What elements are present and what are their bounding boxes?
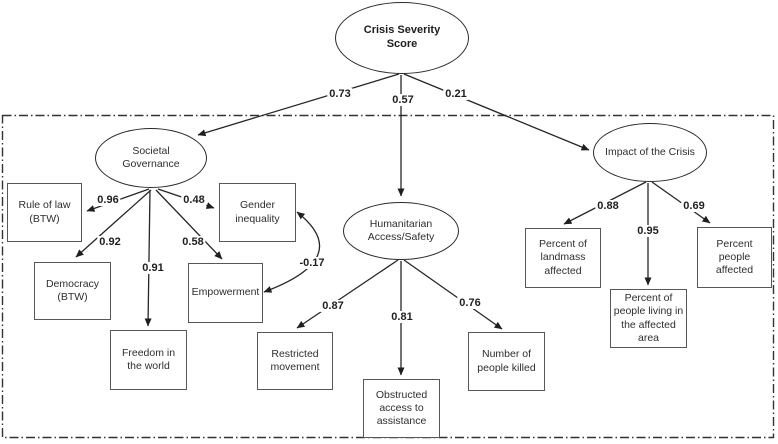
indicator-restricted-movement: Restricted movement [257,332,333,390]
coef-crisis-to-impact: 0.21 [443,88,469,100]
indicator-empowerment: Empowerment [188,263,263,323]
indicator-rule-of-law-label: Rule of law (BTW) [18,199,71,225]
path-crisis-to-impact [403,73,590,151]
indicator-empowerment-label: Empowerment [191,286,260,299]
indicator-obstructed-access: Obstructed access to assistance [363,379,440,438]
indicator-rule-of-law: Rule of law (BTW) [7,183,82,242]
covariance-gender-empowerment [263,211,321,293]
coef-humanitarian-to-killed: 0.76 [457,297,483,309]
path-crisis-to-governance [197,73,400,137]
coef-governance-to-gender: 0.48 [181,194,207,206]
coef-impact-to-affected: 0.69 [681,200,707,212]
measurement-boundary-box [1,114,775,439]
latent-humanitarian-access: Humanitarian Access/Safety [343,202,459,260]
coef-governance-to-democracy: 0.92 [97,236,123,248]
coef-impact-to-living: 0.95 [635,225,661,237]
latent-societal-governance: Societal Governance [95,128,207,188]
indicator-percent-people-affected-label: Percent people affected [715,237,754,276]
path-humanitarian-to-restricted [296,259,399,329]
indicator-freedom-in-world: Freedom in the world [110,330,187,390]
coef-gender-empowerment-covariance: -0.17 [297,257,327,269]
coef-humanitarian-to-obstructed: 0.81 [389,311,415,323]
indicator-gender-inequality-label: Gender inequality [235,199,280,225]
latent-crisis-severity-score: Crisis Severity Score [335,2,469,74]
latent-societal-governance-label: Societal Governance [122,144,180,170]
indicator-restricted-movement-label: Restricted movement [270,347,320,373]
coef-crisis-to-humanitarian: 0.57 [390,94,416,106]
coef-crisis-to-governance: 0.73 [327,88,353,100]
indicator-obstructed-access-label: Obstructed access to assistance [375,388,428,427]
coef-governance-to-rule-of-law: 0.96 [95,194,121,206]
indicator-people-living-affected-area-label: Percent of people living in the affected… [613,292,684,344]
coef-impact-to-landmass: 0.88 [595,200,621,212]
latent-impact-of-crisis-label: Impact of the Crisis [605,145,695,158]
path-governance-to-democracy [75,189,152,258]
indicator-people-killed: Number of people killed [468,332,545,391]
path-humanitarian-to-killed [403,259,503,330]
indicator-landmass-affected: Percent of landmass affected [525,228,601,288]
coef-humanitarian-to-restricted: 0.87 [320,300,346,312]
latent-humanitarian-access-label: Humanitarian Access/Safety [367,217,435,243]
indicator-gender-inequality: Gender inequality [219,183,296,242]
indicator-people-living-affected-area: Percent of people living in the affected… [610,289,687,348]
path-governance-to-empowerment [155,189,223,260]
indicator-freedom-in-world-label: Freedom in the world [121,346,176,372]
path-impact-to-affected [651,181,711,224]
indicator-democracy-label: Democracy (BTW) [45,277,100,303]
path-governance-to-freedom [144,189,152,327]
indicator-people-killed-label: Number of people killed [477,348,536,374]
indicator-democracy: Democracy (BTW) [34,262,111,320]
coef-governance-to-freedom: 0.91 [140,262,166,274]
indicator-landmass-affected-label: Percent of landmass affected [539,238,587,277]
latent-crisis-severity-label: Crisis Severity Score [363,24,441,50]
coef-governance-to-empowerment: 0.58 [180,236,206,248]
indicator-percent-people-affected: Percent people affected [697,227,772,288]
latent-impact-of-crisis: Impact of the Crisis [593,123,707,182]
